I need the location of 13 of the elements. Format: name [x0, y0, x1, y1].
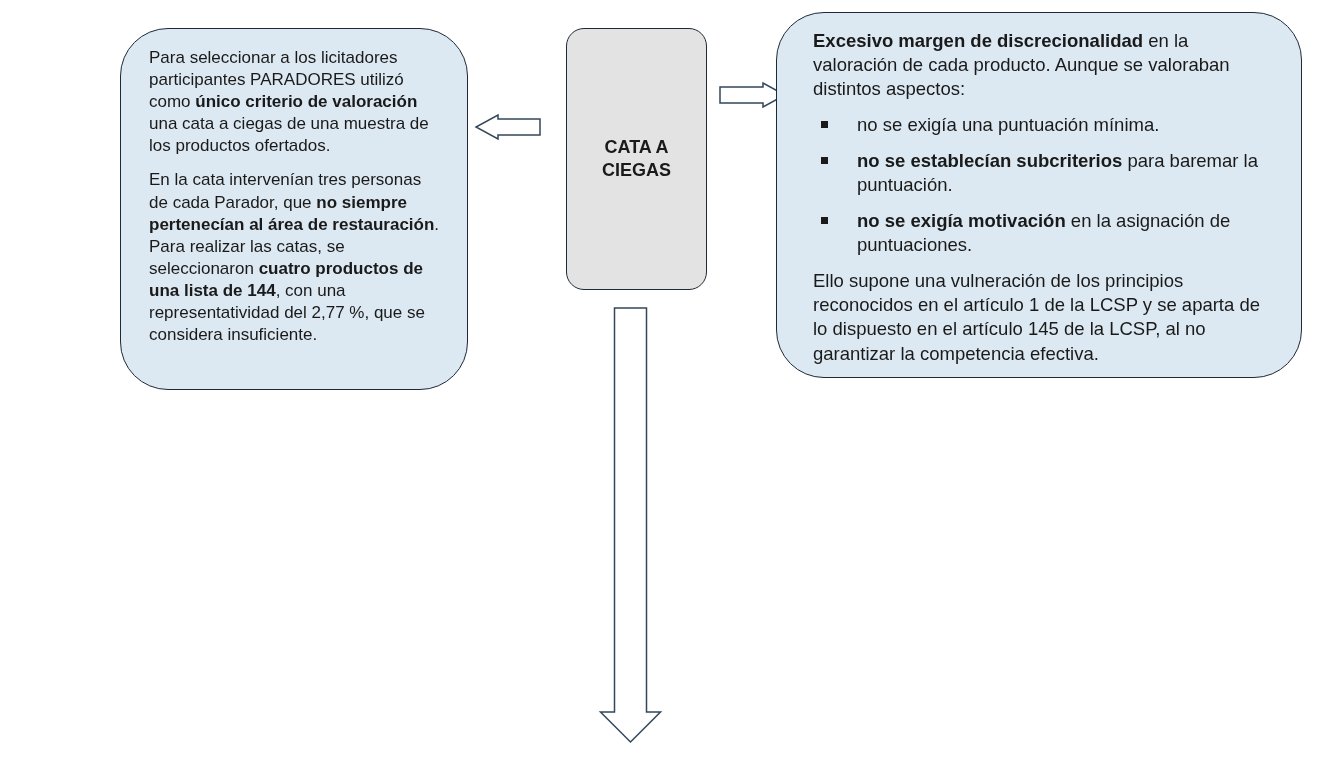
bullet-item: no se establecían subcriterios para baremar la puntuación. — [821, 149, 1271, 198]
block-arrow — [474, 113, 541, 141]
paragraph: CATA A CIEGAS — [601, 135, 672, 182]
title-box — [566, 28, 707, 290]
bullet-item: no se exigía motivación en la asignación de puntuaciones. — [821, 209, 1271, 258]
paragraph: Para seleccionar a los licitadores participantes PARADORES utilizó como único criterio de valoración una cata a ciegas de una muestra de los productos ofertados. — [149, 47, 430, 158]
block-arrow — [598, 307, 663, 744]
text-box — [120, 28, 468, 390]
paragraph: Ello supone una vulneración de los principios reconocidos en el artículo 1 de la LCSP y se aparta de lo dispuesto en el artículo 145 de la LCSP, al no garantizar la competencia efectiva. — [813, 269, 1262, 366]
bullet-item: no se exigía una puntuación mínima. — [821, 113, 1271, 138]
paragraph: Excesivo margen de discrecionalidad en la valoración de cada producto. Aunque se valoraban distintos aspectos: — [813, 29, 1231, 102]
paragraph: En la cata intervenían tres personas de cada Parador, que no siempre pertenecían al área de restauración. Para realizar las catas, se seleccionaron cuatro productos de una lista de 144, con una representatividad del 2,77 %, que se considera insuficiente. — [149, 169, 441, 347]
text-box — [776, 12, 1302, 378]
